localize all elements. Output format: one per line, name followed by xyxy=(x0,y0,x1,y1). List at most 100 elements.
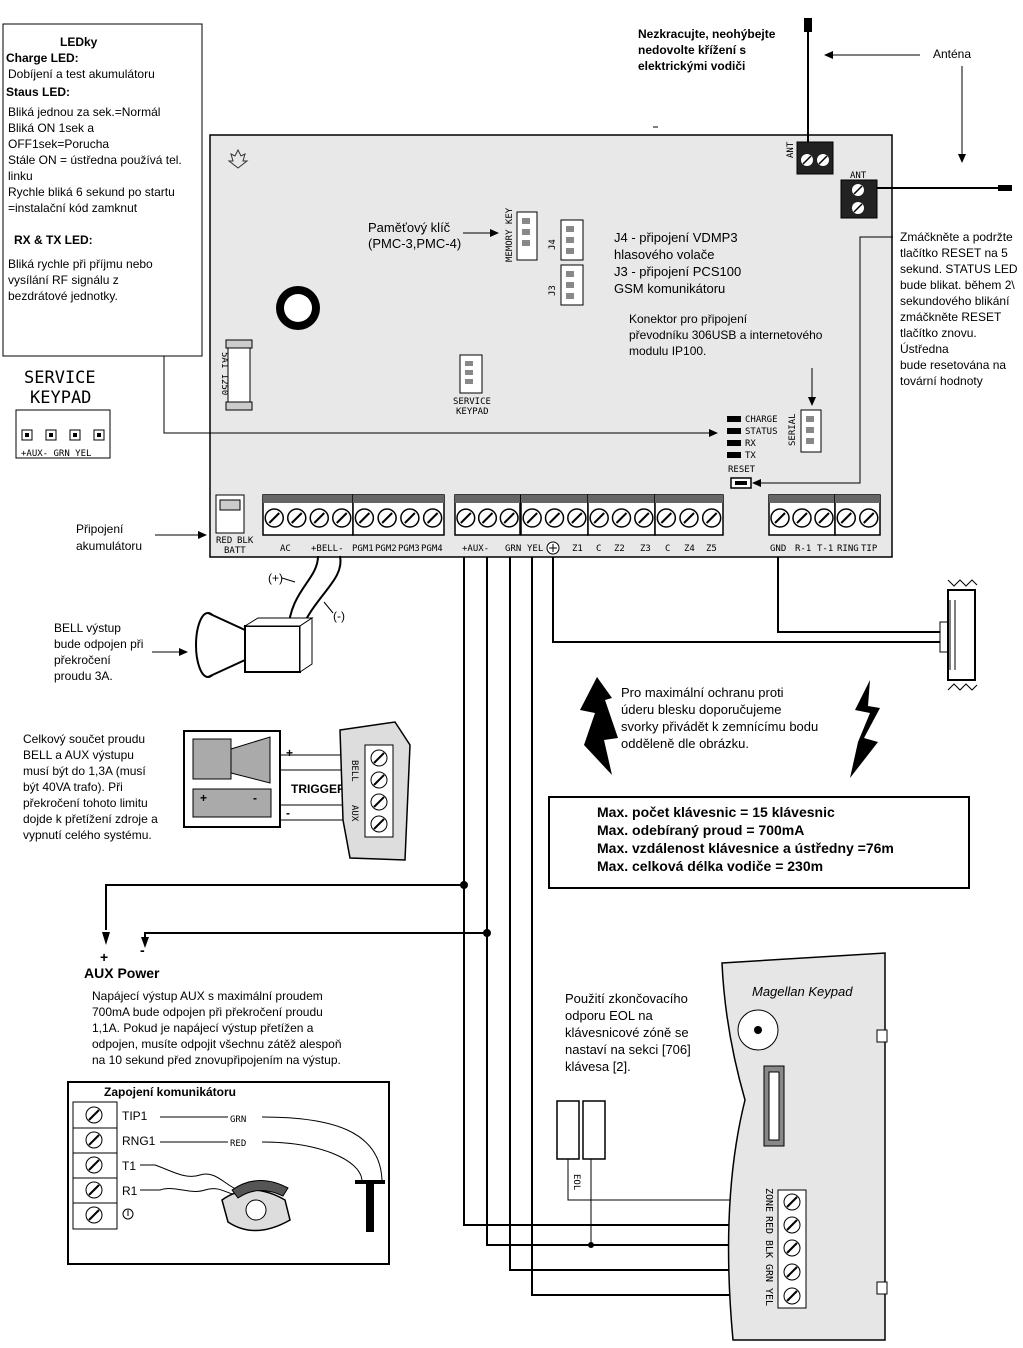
battery-note-1: akumulátoru xyxy=(76,539,142,553)
control-panel-board xyxy=(209,134,893,558)
comm-wire-red: RED xyxy=(230,1139,246,1149)
term-label-z5: Z5 xyxy=(706,544,717,554)
magellan-keypad: Magellan Keypad ZONE RED BLK GRN YEL xyxy=(721,952,888,1341)
terminal-block xyxy=(834,494,881,536)
comm-r1: R1 xyxy=(122,1184,138,1198)
memory-key-note-0: Paměťový klíč xyxy=(368,220,451,235)
status-line-2: OFF1sek=Porucha xyxy=(8,137,109,151)
aux-line-1: 700mA bude odpojen při překročení proudu xyxy=(92,1005,323,1019)
current-note-0: Celkový součet proudu xyxy=(23,732,145,746)
term-label-bell: +BELL- xyxy=(311,544,344,554)
reset-note-4: sekundového blikání xyxy=(900,294,1010,308)
reset-note-3: bude blikat. během 2\ xyxy=(900,278,1015,292)
term-label-r1: R-1 xyxy=(795,544,811,554)
comm-rng1: RNG1 xyxy=(122,1134,156,1148)
door-contact: EOL xyxy=(556,1100,778,1248)
mag-term-blk: BLK xyxy=(763,1240,774,1258)
led-tx-label: TX xyxy=(745,451,756,461)
terminal-block xyxy=(587,494,656,536)
service-keypad-board-label-2: KEYPAD xyxy=(456,407,489,417)
terminal-block xyxy=(262,494,354,536)
bell-note-2: překročení xyxy=(54,653,111,667)
serial-note-0: Konektor pro připojení xyxy=(629,312,748,326)
charge-led-text: Dobíjení a test akumulátoru xyxy=(8,67,155,81)
telephone-icon xyxy=(221,1180,291,1232)
maple-leaf-icon xyxy=(227,148,249,169)
term-label-t1: T-1 xyxy=(817,544,833,554)
rxtx-led-heading: RX & TX LED: xyxy=(14,233,93,247)
led-rx-label: RX xyxy=(745,439,756,449)
communicator-inset: Zapojení komunikátoru TIP1 RNG1 T1 R1 GR… xyxy=(67,1081,390,1265)
antenna-warning-2: elektrickými vodiči xyxy=(638,59,745,73)
term-label-yel: YEL xyxy=(527,544,543,554)
j3-connector: J3 xyxy=(548,264,584,306)
mag-term-zone: ZONE xyxy=(763,1188,774,1212)
service-keypad-connector: SERVICE KEYPAD xyxy=(453,354,491,417)
svg-text:+: + xyxy=(200,791,207,805)
service-keypad-title-2: KEYPAD xyxy=(30,388,91,408)
ant-label-2: ANT xyxy=(850,171,867,181)
magellan-title: Magellan Keypad xyxy=(752,984,853,999)
status-line-1: Bliká ON 1sek a xyxy=(8,121,94,135)
reset-note: Zmáčkněte a podržte tlačítko RESET na 5 … xyxy=(900,230,1018,388)
rxtx-line-2: bezdrátové jednotky. xyxy=(8,289,118,303)
terminal-block xyxy=(654,494,724,536)
mag-term-red: RED xyxy=(763,1216,774,1234)
current-note-5: dojde k přetížení zdroje a xyxy=(23,812,158,826)
aux-line-4: na 10 sekund před znovupřipojením na výs… xyxy=(92,1053,341,1067)
rxtx-line-0: Bliká rychle při příjmu nebo xyxy=(8,257,153,271)
memory-key-note-1: (PMC-3,PMC-4) xyxy=(368,236,461,251)
lightning-note-0: Pro maximální ochranu proti xyxy=(621,685,784,700)
reset-note-6: tlačítko znovu. xyxy=(900,326,977,340)
fuse: 5A1 1250 xyxy=(219,339,253,411)
terminal-block xyxy=(352,494,445,536)
trigger-label: TRIGGER xyxy=(291,782,346,796)
trigger-inset: + - + - TRIGGER BELL AUX xyxy=(183,721,411,861)
led-charge-label: CHARGE xyxy=(745,415,778,425)
aux-line-0: Napájecí výstup AUX s maximální proudem xyxy=(92,989,323,1003)
led-indicators: CHARGE STATUS RX TX xyxy=(727,415,778,461)
trigger-aux: AUX xyxy=(349,805,359,822)
term-label-gnd: GND xyxy=(770,544,786,554)
term-label-c2: C xyxy=(665,544,670,554)
term-label-z4: Z4 xyxy=(684,544,695,554)
aux-line-2: 1,1A. Pokud je napájecí výstup přetížen … xyxy=(92,1021,314,1035)
battery-note-0: Připojení xyxy=(76,522,124,536)
led-status-label: STATUS xyxy=(745,427,778,437)
term-label-pgm3: PGM3 xyxy=(398,544,420,554)
reset-label: RESET xyxy=(728,465,756,475)
terminal-block xyxy=(520,494,589,536)
current-note-4: překročení tohoto limitu xyxy=(23,796,148,810)
bell-polarity-minus: (-) xyxy=(333,609,345,623)
reset-note-0: Zmáčkněte a podržte xyxy=(900,230,1013,244)
current-note-2: musí být do 1,3A (musí xyxy=(23,764,146,778)
trigger-minus: - xyxy=(286,806,290,820)
limit-0: Max. počet klávesnic = 15 klávesnic xyxy=(597,804,835,820)
eol-note-4: klávesa [2]. xyxy=(565,1059,631,1074)
service-keypad-header: +AUX- GRN YEL xyxy=(15,409,111,459)
lightning-left-icon xyxy=(580,677,618,775)
communicator-title: Zapojení komunikátoru xyxy=(104,1085,236,1099)
status-line-5: Rychle bliká 6 sekund po startu xyxy=(8,185,175,199)
terminal-block xyxy=(768,494,836,536)
status-line-0: Bliká jednou za sek.=Normál xyxy=(8,105,160,119)
mag-term-grn: GRN xyxy=(763,1264,774,1282)
reset-note-5: zmáčkněte RESET xyxy=(900,310,1002,324)
antenna-warning-0: Nezkracujte, neohýbejte xyxy=(638,27,776,41)
trigger-bell: BELL xyxy=(349,760,359,782)
lightning-note-3: odděleně dle obrázku. xyxy=(621,736,749,751)
serial-note-2: modulu IP100. xyxy=(629,344,706,358)
j4-note-2: J3 - připojení PCS100 xyxy=(614,264,741,279)
terminal-blocks xyxy=(262,494,881,536)
bell-note-3: proudu 3A. xyxy=(54,669,113,683)
bell-polarity-plus: (+) xyxy=(268,571,283,585)
status-line-3: Stále ON = ústředna používá tel. xyxy=(8,153,182,167)
svg-text:-: - xyxy=(253,791,257,805)
eol-label: EOL xyxy=(571,1174,581,1190)
reset-note-7: Ústředna xyxy=(900,341,949,356)
comm-t1: T1 xyxy=(122,1159,136,1173)
service-keypad-pins: +AUX- GRN YEL xyxy=(21,449,91,459)
memory-key-connector: MEMORY KEY xyxy=(505,207,538,262)
antenna-warning-1: nedovolte křížení s xyxy=(638,43,746,57)
